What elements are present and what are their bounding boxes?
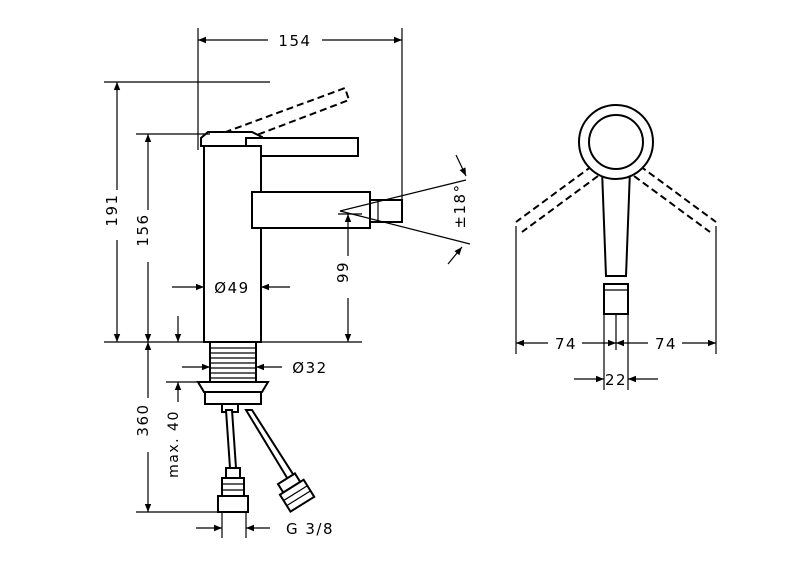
dim-max-40: max. 40 xyxy=(166,410,182,478)
supply-hoses xyxy=(217,409,316,513)
faucet-front-view xyxy=(196,86,403,513)
mounting-plate xyxy=(204,391,262,405)
dim-top-22: 22 xyxy=(605,371,627,389)
faucet-top-view xyxy=(515,104,717,315)
thread-connector-left xyxy=(217,495,249,513)
mounting-nut xyxy=(196,381,270,393)
lever-dashed-right xyxy=(639,165,717,223)
dim-diameter-32: Ø32 xyxy=(292,359,327,377)
front-dimensions: 154 191 156 Ø49 99 ±18° Ø32 xyxy=(103,28,471,538)
dim-height-99: 99 xyxy=(334,261,352,283)
lever-dashed-position xyxy=(203,86,351,153)
top-dimensions: 74 74 22 xyxy=(515,226,717,390)
lever-handle xyxy=(245,137,359,157)
dim-top-74-right: 74 xyxy=(655,335,677,353)
top-cap-circle xyxy=(588,114,644,170)
dim-angle-18: ±18° xyxy=(451,183,469,228)
spout xyxy=(251,191,371,229)
dim-thread-g38: G 3/8 xyxy=(286,520,334,538)
dim-diameter-49: Ø49 xyxy=(214,279,249,297)
dim-height-191: 191 xyxy=(103,193,121,226)
dim-top-74-left: 74 xyxy=(555,335,577,353)
dim-depth-360: 360 xyxy=(134,403,152,436)
aerator-tip xyxy=(369,199,403,223)
top-spout-outlet xyxy=(603,283,629,315)
dim-height-156: 156 xyxy=(134,213,152,246)
body-column xyxy=(203,145,262,343)
dim-width-154: 154 xyxy=(278,32,311,50)
lever-dashed-left xyxy=(515,165,593,223)
top-lever xyxy=(600,169,632,277)
threaded-shank xyxy=(209,341,257,383)
